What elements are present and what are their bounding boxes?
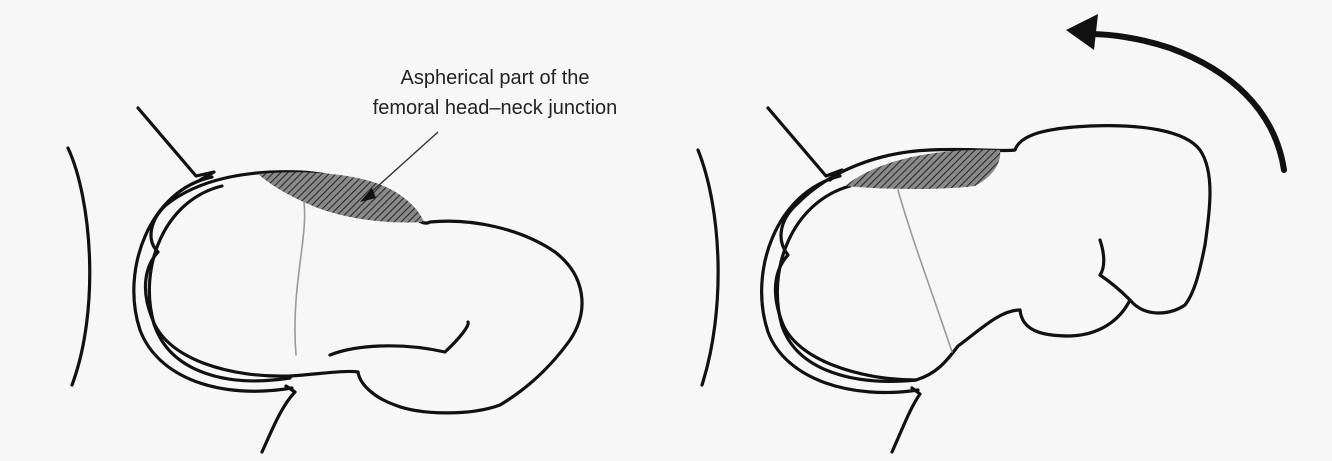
annotation-line-1: Aspherical part of the [401,67,590,89]
right-panel-rotated [698,108,1210,452]
right-neck-crease [1100,240,1130,300]
right-aspherical-region [845,150,1000,189]
rotation-arrow-head [1066,14,1098,50]
left-lower-rim [262,386,295,452]
left-acetabulum-inner [149,186,290,381]
right-pelvis-curve [698,150,718,385]
left-physeal-line [295,190,305,355]
right-acetabulum-inner [777,186,916,381]
left-panel-neutral: Aspherical part of the femoral head–neck… [68,67,617,452]
right-lower-rim [892,388,920,452]
right-upper-rim [768,108,842,180]
annotation-leader-line [368,132,438,195]
rotation-arrow-shaft [1090,34,1284,170]
left-acetabulum-outer [134,177,292,391]
right-acetabulum-outer [762,176,918,393]
annotation-line-2: femoral head–neck junction [373,97,618,119]
right-physeal-line [898,190,952,352]
left-aspherical-region [258,172,424,222]
left-trochanter-notch [330,322,468,355]
left-pelvis-curve [68,148,90,385]
curved-arrow-icon [1066,14,1284,170]
left-upper-rim [138,108,214,180]
